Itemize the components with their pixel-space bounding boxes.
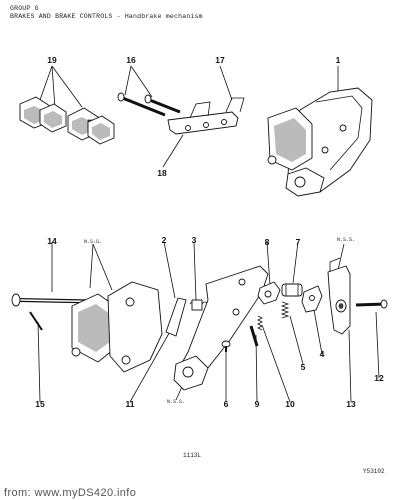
part-5-spring [280, 301, 290, 319]
part-12-bolt [355, 299, 388, 309]
handbrake-lever-plate [173, 265, 269, 391]
callout-10: 10 [285, 399, 295, 409]
callout-13: 13 [346, 399, 356, 409]
callout-4: 4 [319, 349, 325, 359]
callout-2: 2 [161, 235, 167, 245]
callout-8: 8 [264, 237, 270, 247]
callout-12: 12 [374, 373, 384, 383]
part-10-spring [257, 315, 263, 331]
part-4-link [301, 285, 323, 313]
part-16-bolts [117, 92, 181, 117]
part-13-bracket [327, 257, 351, 335]
part-17-18-bracket [167, 97, 245, 135]
section-title: BRAKES AND BRAKE CONTROLS - Handbrake me… [10, 13, 203, 20]
nss-note-left: N.S.S. [83, 239, 103, 245]
figure-reference: Y53102 [363, 468, 385, 475]
nss-note-right: N.S.S. [336, 237, 356, 243]
part-19-bushes [19, 96, 115, 145]
callout-19: 19 [47, 55, 57, 65]
callout-1: 1 [335, 55, 341, 65]
callout-9: 9 [254, 399, 260, 409]
leader-lines [37, 65, 380, 403]
part-7-barrel [281, 283, 303, 297]
part-1-assembly [267, 87, 373, 197]
callout-6: 6 [223, 399, 229, 409]
part-8-clevis [257, 281, 281, 305]
callout-18: 18 [157, 168, 167, 178]
part-6-screw [221, 340, 231, 352]
callout-15: 15 [35, 399, 45, 409]
callout-7: 7 [295, 237, 301, 247]
callout-11: 11 [125, 399, 135, 409]
callout-16: 16 [126, 55, 136, 65]
callout-3: 3 [191, 235, 197, 245]
source-watermark: from: www.myDS420.info [4, 487, 137, 499]
part-15-pin [29, 311, 43, 331]
callout-5: 5 [300, 362, 306, 372]
part-2-pawl [165, 297, 187, 337]
callout-14: 14 [47, 236, 57, 246]
nss-note-bottom: N.S.S. [166, 399, 186, 405]
page-reference: 1113L [183, 452, 202, 459]
part-9-pin [249, 325, 259, 347]
left-mounting-assembly [71, 281, 163, 373]
callout-17: 17 [215, 55, 225, 65]
group-heading: GROUP G [10, 5, 39, 12]
